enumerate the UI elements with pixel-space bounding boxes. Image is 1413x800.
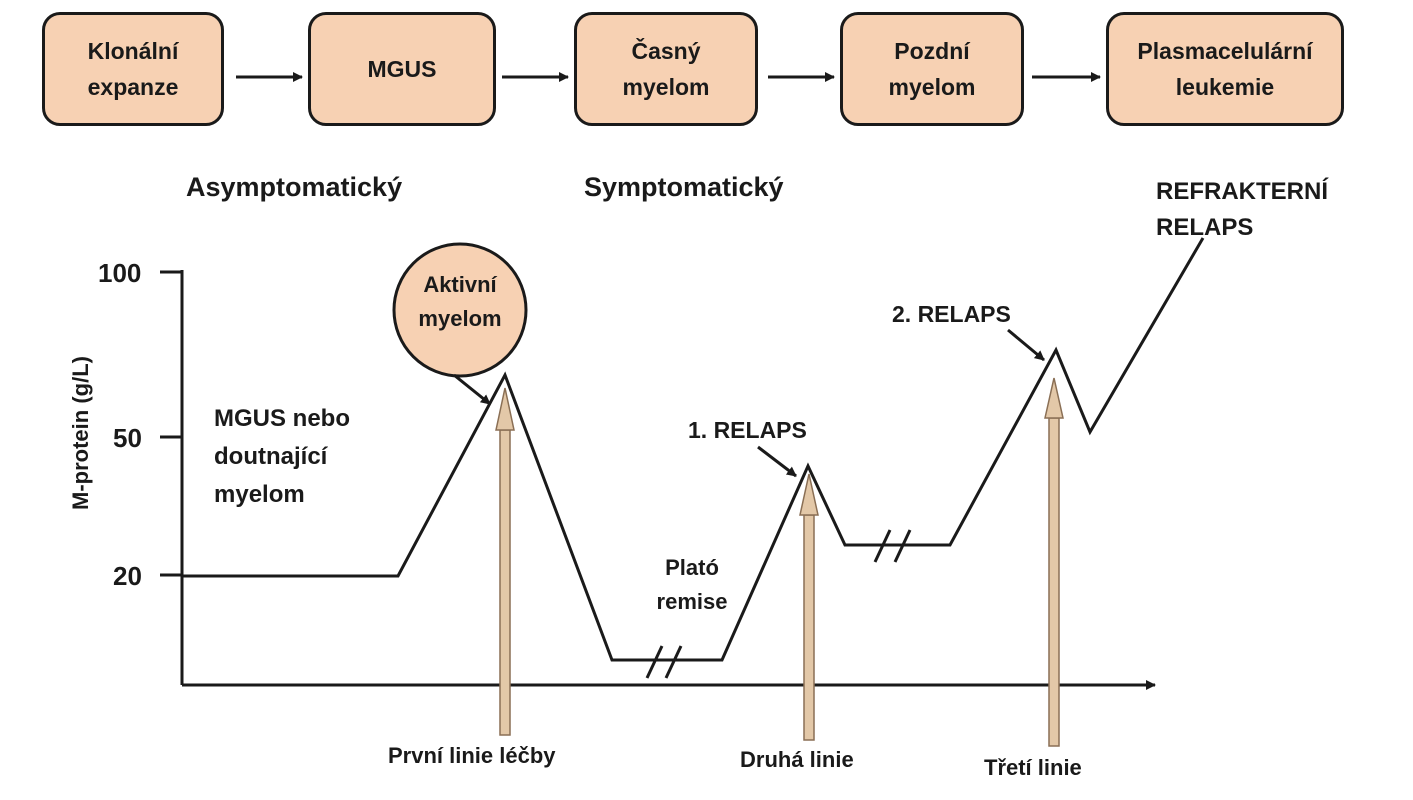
annotation-plateau-remission: Plató remise <box>656 555 728 614</box>
break-mark <box>873 529 892 563</box>
phase-symptomatic: Symptomatický <box>584 172 784 202</box>
axes <box>160 270 1156 690</box>
pointer-relapse-2 <box>1007 328 1045 362</box>
annotation-relapse-1: 1. RELAPS <box>688 417 807 443</box>
treatment-label-third-line: Třetí linie <box>984 755 1082 780</box>
phase-asymptomatic: Asymptomatický <box>186 172 403 202</box>
stage-mgus: MGUS <box>308 12 496 126</box>
break-mark <box>893 529 912 563</box>
tick-label-50: 50 <box>113 423 142 453</box>
stage-early-myeloma: Časný myelom <box>574 12 758 126</box>
break-mark <box>645 645 664 679</box>
tick-label-100: 100 <box>98 258 142 288</box>
annotation-mgus-smouldering: MGUS nebo doutnající myelom <box>214 405 350 508</box>
stage-clonal-expansion: Klonální expanze <box>42 12 224 126</box>
pointer-relapse-1 <box>757 445 797 478</box>
active-myeloma-circle <box>392 242 528 378</box>
treatment-arrow-3 <box>1044 377 1064 747</box>
treatment-arrow-1 <box>495 387 515 736</box>
annotation-relapse-2: 2. RELAPS <box>892 301 1011 327</box>
pointer-active-myeloma <box>453 373 491 406</box>
treatment-label-first-line: První linie léčby <box>388 743 556 768</box>
mprotein-curve-1 <box>182 237 1205 662</box>
annotation-active-myeloma: Aktivní myelom <box>418 272 502 331</box>
tick-label-20: 20 <box>113 561 142 591</box>
treatment-arrows <box>495 377 1064 747</box>
treatment-arrow-2 <box>799 473 819 741</box>
stage-late-myeloma: Pozdní myelom <box>840 12 1024 126</box>
label-refractory-relapse: REFRAKTERNÍ RELAPS <box>1156 178 1328 241</box>
stage-plasma-cell-leukemia: Plasmacelulární leukemie <box>1106 12 1344 126</box>
axis-break-marks <box>645 529 912 679</box>
break-mark <box>664 645 683 679</box>
treatment-label-second-line: Druhá linie <box>740 747 854 772</box>
y-axis-label: M-protein (g/L) <box>68 356 93 510</box>
pointer-arrows <box>453 328 1045 478</box>
